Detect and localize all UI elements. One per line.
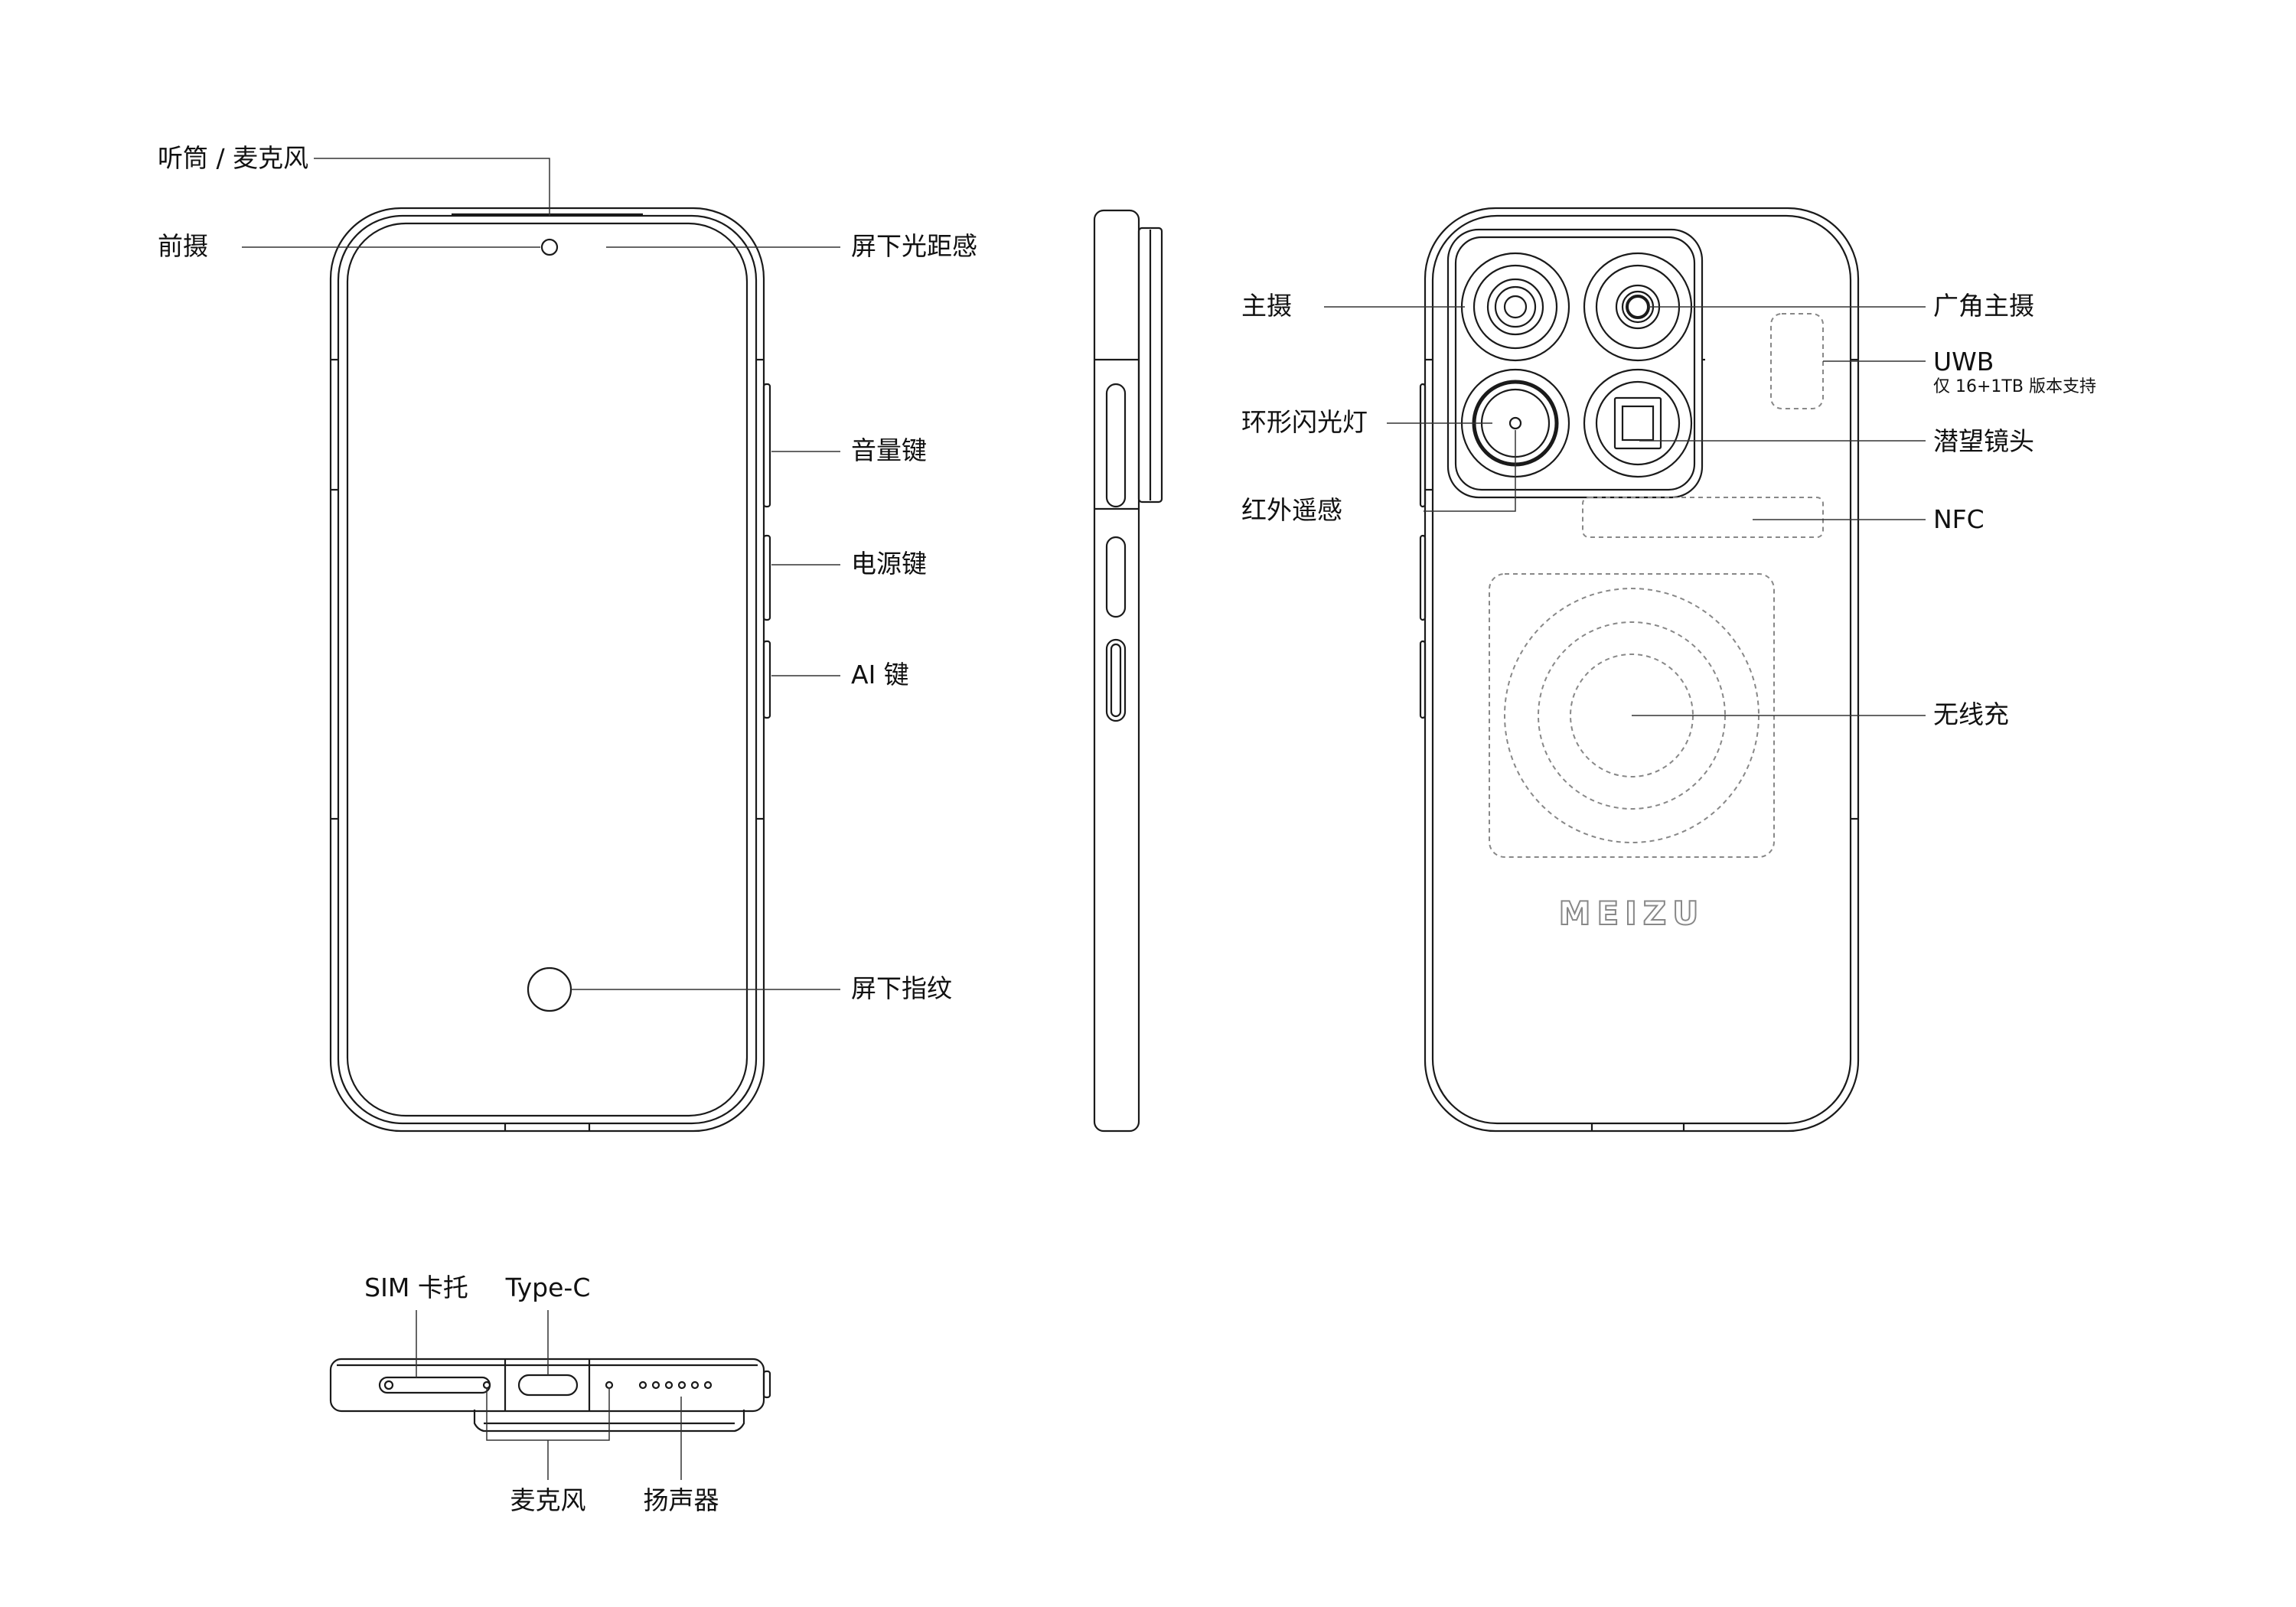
- nfc-area: [1582, 497, 1824, 538]
- label-uwb: UWB: [1933, 347, 1994, 376]
- label-volume-key: 音量键: [851, 435, 927, 465]
- front-volume-button: [762, 383, 771, 508]
- periscope-lens: [1583, 368, 1693, 478]
- sim-tray: [378, 1376, 491, 1394]
- label-periscope: 潜望镜头: [1933, 426, 2034, 456]
- meizu-logo: MEIZU: [1559, 895, 1705, 932]
- side-camera-bump: [1137, 227, 1163, 504]
- back-body-inner: [1431, 214, 1852, 1125]
- label-fingerprint: 屏下指纹: [851, 973, 952, 1003]
- main-camera-lens: [1460, 252, 1570, 362]
- label-front-camera: 前摄: [158, 231, 208, 261]
- bottom-mic-right: [605, 1380, 614, 1390]
- back-dashed-components: [1489, 313, 1824, 858]
- front-camera-hole: [540, 238, 559, 256]
- label-power-key: 电源键: [851, 549, 927, 579]
- side-view: [1093, 209, 1163, 1133]
- front-ai-button: [762, 640, 771, 719]
- side-ai-button: [1105, 638, 1127, 722]
- side-body: [1093, 209, 1140, 1133]
- label-speaker: 扬声器: [643, 1485, 719, 1515]
- front-body-outer: [329, 207, 765, 1133]
- label-wide-main: 广角主摄: [1933, 291, 2034, 321]
- label-earpiece-mic: 听筒 / 麦克风: [158, 143, 309, 173]
- label-uwb-note: 仅 16+1TB 版本支持: [1933, 377, 2096, 396]
- camera-module-outer: [1446, 228, 1704, 499]
- front-power-button: [762, 534, 771, 621]
- label-ir-remote: 红外遥感: [1241, 495, 1342, 525]
- front-body-inner: [337, 214, 758, 1125]
- label-type-c: Type-C: [505, 1273, 591, 1302]
- side-power-button: [1105, 536, 1127, 618]
- speaker-grille: [638, 1380, 713, 1390]
- camera-module-inner: [1454, 236, 1696, 491]
- bottom-view: [329, 1358, 771, 1433]
- leader-lines: [242, 158, 1926, 1480]
- bottom-mic-left: [482, 1380, 491, 1390]
- label-proximity: 屏下光距感: [851, 231, 977, 261]
- fingerprint-circle: [527, 966, 572, 1012]
- label-sim-tray: SIM 卡托: [364, 1273, 468, 1302]
- label-nfc: NFC: [1933, 504, 1985, 534]
- side-volume-button: [1105, 383, 1127, 508]
- type-c-port: [517, 1374, 579, 1397]
- back-view: [1419, 207, 1860, 1133]
- front-screen: [346, 222, 748, 1117]
- label-main-camera: 主摄: [1241, 291, 1292, 321]
- label-wireless-charging: 无线充: [1933, 699, 2009, 729]
- label-ai-key: AI 键: [851, 660, 909, 689]
- uwb-area: [1770, 313, 1824, 409]
- label-microphone: 麦克风: [510, 1485, 586, 1515]
- label-ring-flash: 环形闪光灯: [1241, 407, 1368, 437]
- front-view: [329, 207, 771, 1133]
